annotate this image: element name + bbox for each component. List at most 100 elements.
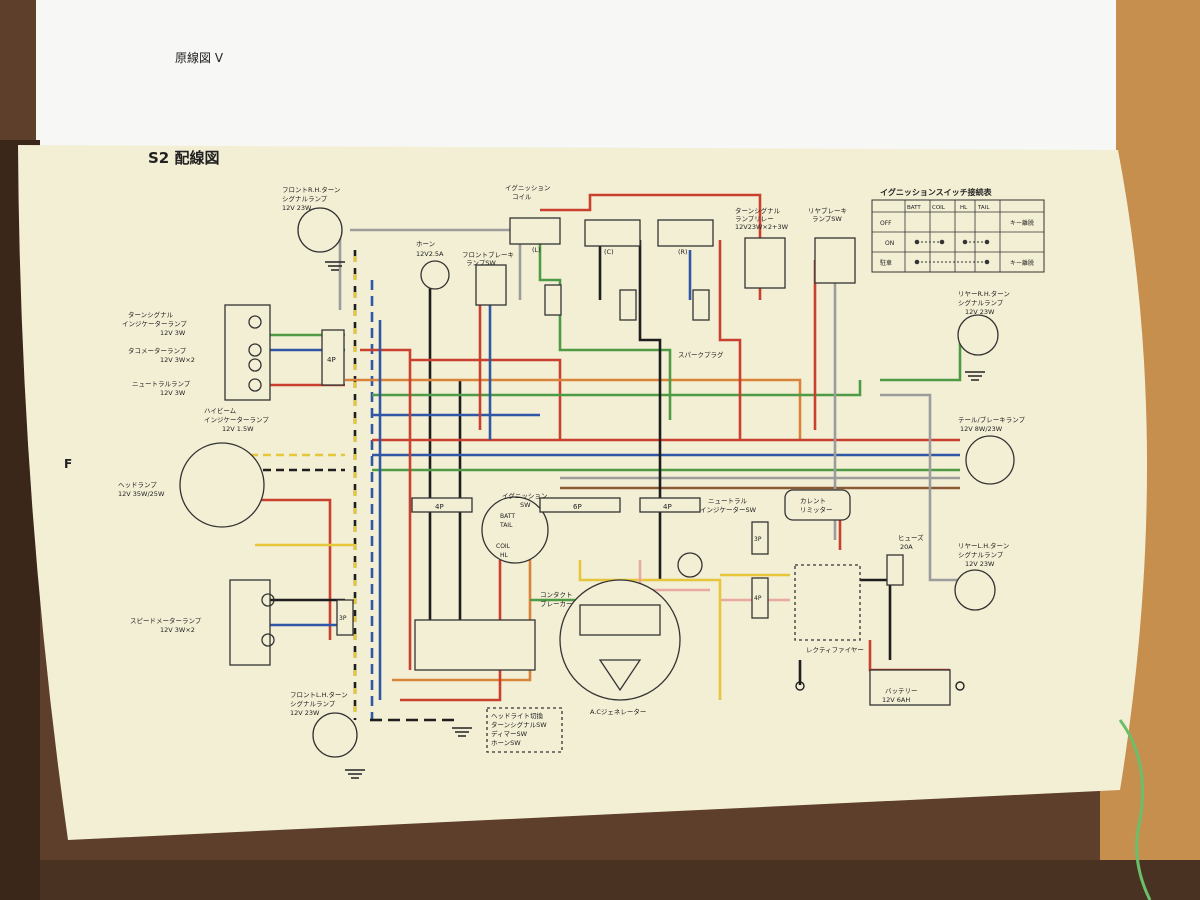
fuse-icon — [886, 554, 904, 586]
high-beam-label-2: インジケーターランプ — [204, 415, 269, 424]
front-lh-lamp-icon — [312, 712, 358, 758]
wire-coil-black-2 — [638, 240, 662, 580]
ignition-table: イグニッションスイッチ接続表 BATT COIL HL TAIL OFF キー離… — [871, 187, 1045, 273]
meter-cluster-icon — [224, 304, 271, 401]
ignition-term-hl: HL — [500, 552, 509, 559]
ignition-table-title: イグニッションスイッチ接続表 — [880, 187, 993, 197]
neutral-sw-icon — [677, 552, 703, 578]
ignition-sw-label-1: イグニッション — [502, 491, 547, 500]
tail-label-1: テール/ブレーキランプ — [958, 415, 1025, 424]
diagram-sheet — [18, 145, 1148, 840]
row-on: ON — [885, 240, 894, 247]
wire-orange-1 — [345, 378, 802, 440]
coil-c-icon — [584, 219, 641, 247]
battery-label-1: バッテリー — [885, 687, 918, 695]
plug-c-icon — [619, 289, 637, 321]
speedo-cluster-icon — [229, 579, 271, 666]
handle-sw-label-2: ターンシグナルSW — [491, 720, 547, 729]
coil-c-label: (C) — [604, 248, 614, 256]
ground-icon-1 — [325, 261, 345, 271]
head-lamp-label-2: 12V 35W/25W — [118, 490, 165, 498]
row-off-note: キー離脱 — [1010, 219, 1034, 227]
wire-red-1 — [410, 358, 562, 440]
ground-icon-4 — [965, 371, 985, 381]
ground-symbols — [325, 261, 985, 779]
connector-label-7: 3P — [754, 536, 762, 543]
rear-rh-lamp-icon — [957, 314, 999, 356]
side-letter: F — [64, 457, 72, 471]
top-page — [36, 0, 1116, 160]
wire-coil-red — [540, 193, 762, 300]
horn-icon — [420, 260, 450, 290]
col-coil: COIL — [932, 205, 946, 211]
stator-icon — [598, 659, 642, 692]
ignition-sw-label-2: SW — [520, 501, 531, 509]
spark-plug-label: スパークプラグ — [678, 350, 724, 359]
wire-gen-yellow — [578, 560, 722, 700]
turn-relay-icon — [744, 237, 786, 289]
fuse-label-2: 20A — [900, 543, 913, 551]
handle-sw-icon — [414, 619, 536, 671]
neutral-label-1: ニュートラルランプ — [132, 380, 191, 388]
horn-label-2: 12V2.5A — [416, 250, 444, 258]
wire-head-3 — [230, 498, 332, 640]
connector-label-1: 4P — [327, 356, 336, 364]
plug-l-icon — [544, 284, 562, 316]
ground-icon-2 — [452, 727, 472, 737]
rear-brake-sw-icon — [814, 237, 856, 284]
limiter-label-1: カレント — [800, 497, 826, 505]
front-brake-label-2: ランプSW — [466, 259, 496, 267]
turn-ind-label-3: 12V 3W — [160, 329, 186, 337]
coil-label-2: コイル — [512, 193, 532, 201]
top-page-text: 原線図 V — [175, 50, 224, 65]
fuse-label-1: ヒューズ — [898, 533, 924, 542]
col-hl: HL — [960, 205, 968, 211]
coil-l-icon — [509, 217, 561, 245]
ignition-term-batt: BATT — [500, 513, 515, 520]
wire-red-4 — [400, 560, 502, 702]
neutral-sw-label-1: ニュートラル — [708, 497, 748, 505]
connector-3p-2 — [751, 521, 769, 555]
breaker-label-2: ブレーカー — [540, 599, 573, 608]
front-lh-label-1: フロントL.H.ターン — [290, 690, 348, 699]
component-labels: フロントR.H.ターン シグナルランプ 12V 23W ホーン 12V2.5A … — [118, 183, 1025, 747]
tail-label-2: 12V 8W/23W — [960, 425, 1003, 433]
wire-rear-lh — [880, 393, 960, 582]
coil-label-1: イグニッション — [505, 183, 550, 192]
high-beam-label-1: ハイビーム — [204, 406, 237, 415]
connector-3p-1 — [336, 599, 354, 636]
ignition-sw-icon — [481, 496, 549, 564]
high-beam-label-3: 12V 1.5W — [222, 425, 254, 433]
wire-green-1 — [372, 380, 862, 397]
turn-ind-label-1: ターンシグナル — [128, 310, 174, 319]
horn-label-1: ホーン — [416, 240, 435, 248]
connector-label-6: 4P — [754, 595, 762, 602]
row-off: OFF — [880, 220, 892, 227]
front-brake-sw-icon — [475, 264, 507, 306]
tacho-label-1: タコメーターランプ — [128, 346, 187, 355]
neutral-label-2: 12V 3W — [160, 389, 186, 397]
tail-lamp-icon — [965, 435, 1015, 485]
front-lh-label-3: 12V 23W — [290, 709, 320, 717]
connector-6p — [539, 497, 621, 513]
col-tail: TAIL — [977, 205, 990, 211]
component-shapes — [179, 207, 1015, 758]
speedo-label-2: 12V 3W×2 — [160, 626, 195, 634]
ignition-term-tail: TAIL — [499, 522, 513, 529]
coil-r-label: (R) — [678, 248, 688, 256]
diagram-title: S2 配線図 — [148, 149, 219, 167]
coil-r-icon — [657, 219, 714, 247]
battery-icon — [869, 669, 951, 706]
tacho-label-2: 12V 3W×2 — [160, 356, 195, 364]
connector-label-4: 4P — [663, 503, 672, 511]
contact-breaker-icon — [579, 604, 661, 636]
speedo-label-1: スピードメーターランプ — [130, 616, 202, 625]
rear-rh-label-3: 12V 23W — [965, 308, 995, 316]
limiter-label-2: リミッター — [800, 505, 833, 514]
rectifier-label: レクティファイヤー — [806, 646, 864, 654]
wire-red-3 — [360, 348, 412, 670]
table-cable — [1118, 719, 1152, 900]
rectifier-icon — [794, 564, 861, 641]
head-lamp-label-1: ヘッドランプ — [118, 481, 157, 489]
table-bottom — [0, 860, 1200, 900]
